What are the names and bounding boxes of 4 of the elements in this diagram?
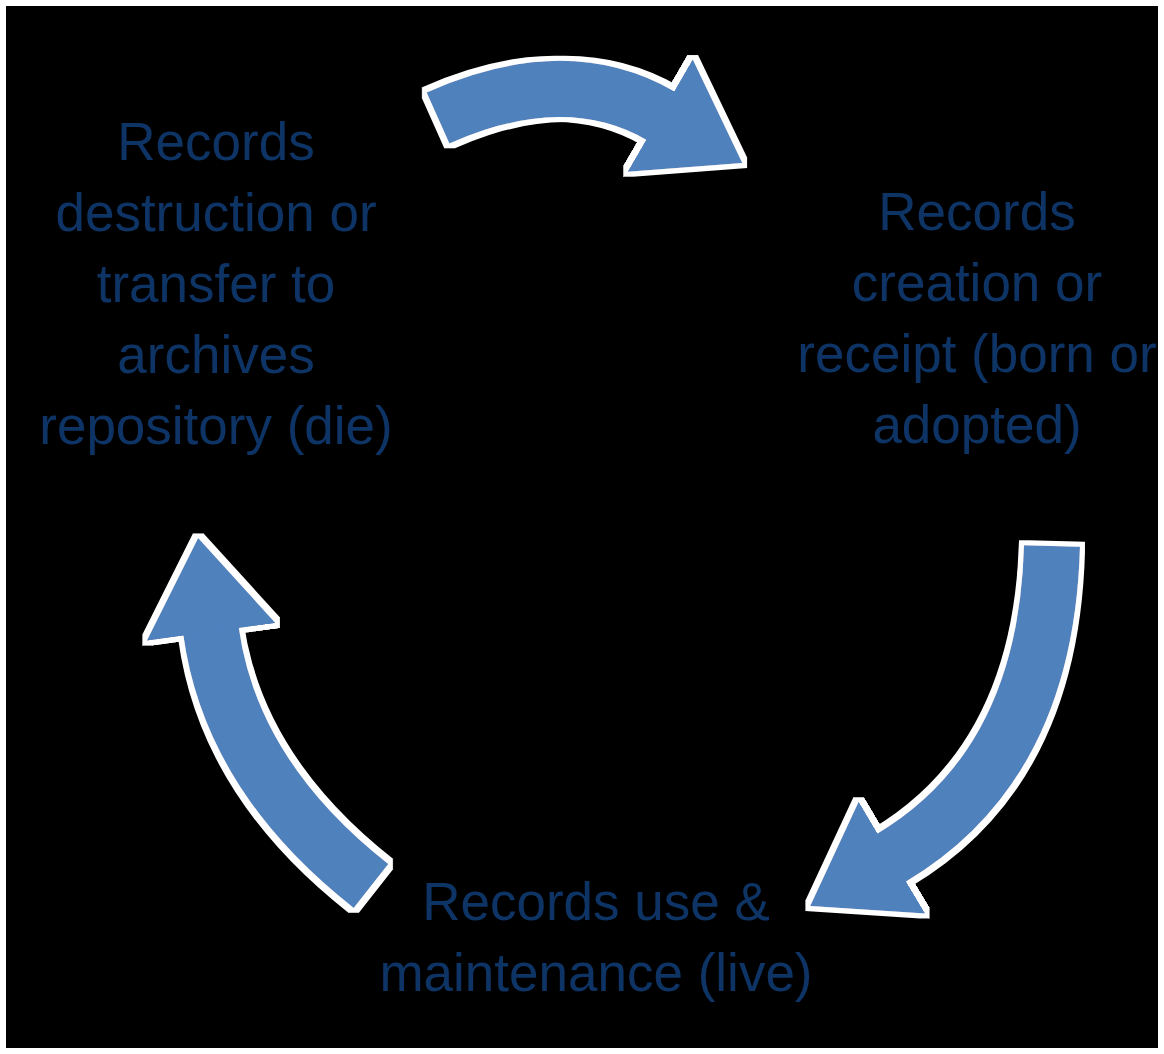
stage-label: Records use & maintenance (live) [378,871,814,1004]
stage-label: Records destruction or transfer to archives repository (die) [38,111,394,457]
stage-label: Records creation or receipt (born or adopted) [796,181,1158,456]
curved-arrow [427,57,745,174]
